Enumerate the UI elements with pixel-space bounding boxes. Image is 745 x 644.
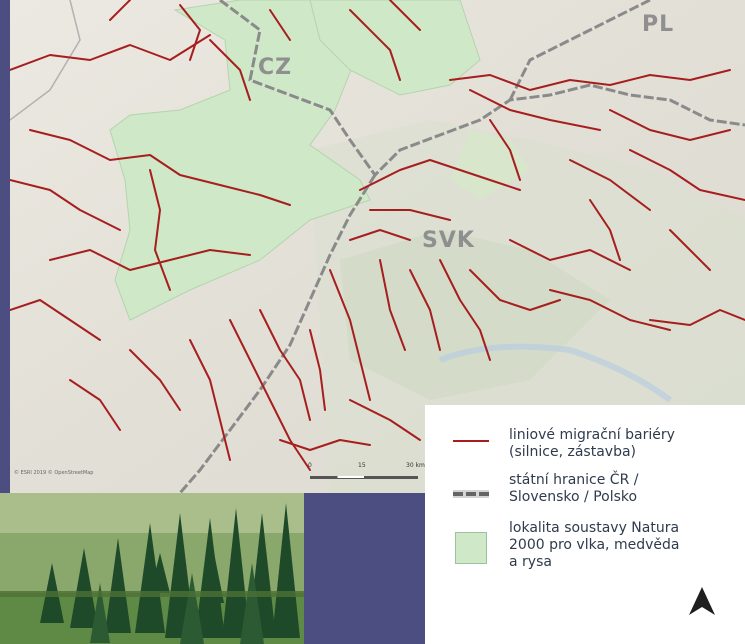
country-label-svk: SVK (422, 228, 475, 253)
country-label-pl: PL (642, 12, 675, 37)
natura-area-north (309, 0, 481, 96)
north-arrow-icon (689, 587, 715, 615)
scale-bar: 0 15 30 km (306, 462, 426, 486)
legend-item-natura: lokalita soustavy Natura 2000 pro vlka, … (425, 520, 745, 580)
scale-label-zero: 0 (308, 462, 312, 469)
country-label-cz: CZ (258, 55, 293, 80)
forest-illustration (0, 493, 304, 644)
border-dash-symbol (453, 490, 489, 498)
legend-item-barrier: liniové migrační bariéry (silnice, zásta… (425, 427, 745, 467)
scale-label-end: 30 km (406, 462, 425, 469)
legend-label-natura: lokalita soustavy Natura 2000 pro vlka, … (509, 520, 680, 570)
natura-area-symbol (455, 532, 487, 564)
forest-photo (0, 493, 304, 644)
legend-label-border: státní hranice ČR / Slovensko / Polsko (509, 472, 639, 505)
map-panel: CZ PL SVK 0 15 30 km © ESRI 2019 © OpenS… (10, 0, 745, 493)
migration-barriers (10, 0, 745, 471)
state-border (219, 0, 745, 178)
legend-item-border: státní hranice ČR / Slovensko / Polsko (425, 472, 745, 512)
map-canvas (10, 0, 745, 493)
legend-panel: liniové migrační bariéry (silnice, zásta… (425, 405, 745, 644)
scale-line (310, 476, 418, 479)
map-copyright: © ESRI 2019 © OpenStreetMap (14, 470, 94, 476)
natura-area-east (450, 130, 530, 200)
legend-label-barrier: liniové migrační bariéry (silnice, zásta… (509, 427, 675, 460)
barrier-line-symbol (453, 440, 489, 442)
scale-label-mid: 15 (358, 462, 366, 469)
